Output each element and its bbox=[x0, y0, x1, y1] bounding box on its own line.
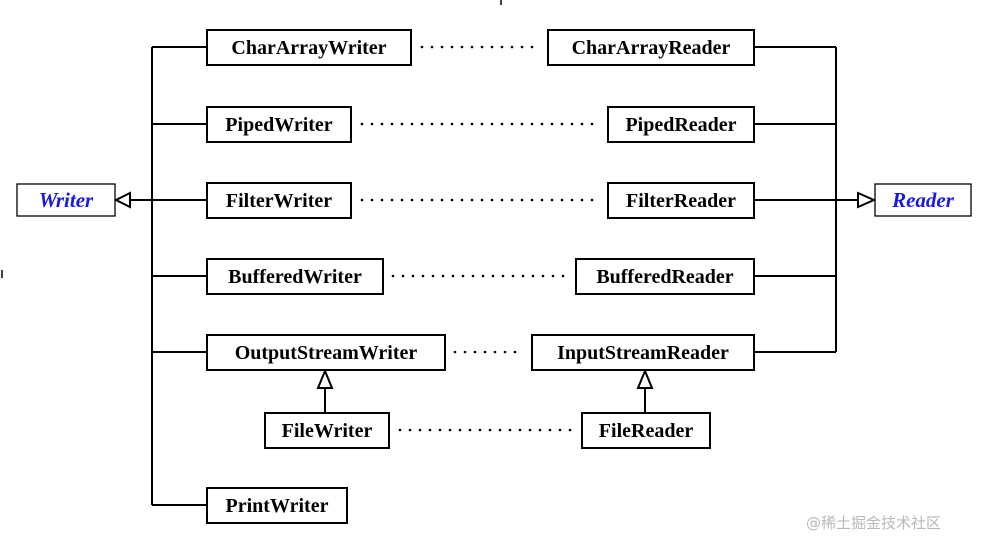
pipedreader-box bbox=[607, 106, 755, 143]
filewriter-box bbox=[264, 412, 390, 449]
filterwriter-box bbox=[206, 182, 352, 219]
outputstreamwriter-box bbox=[206, 334, 446, 371]
pipedreader-label: PipedReader bbox=[625, 114, 736, 136]
reader-inherit-arrow-icon bbox=[857, 191, 877, 209]
abstract-writer-node: Writer bbox=[16, 183, 116, 217]
inputstreamreader-box bbox=[531, 334, 755, 371]
abstract-reader-label: Reader bbox=[891, 188, 955, 212]
at-sign-icon: @ bbox=[806, 514, 821, 532]
filterwriter-label: FilterWriter bbox=[226, 190, 332, 212]
filterreader-box bbox=[607, 182, 755, 219]
bufferedwriter-box bbox=[206, 258, 384, 295]
inputstreamreader-label: InputStreamReader bbox=[557, 342, 729, 364]
filewriter-label: FileWriter bbox=[282, 420, 373, 442]
outputstreamwriter-label: OutputStreamWriter bbox=[235, 342, 418, 364]
chararraywriter-label: CharArrayWriter bbox=[231, 37, 386, 59]
chararrayreader-label: CharArrayReader bbox=[572, 37, 731, 59]
abstract-writer-label: Writer bbox=[39, 188, 94, 212]
printwriter-label: PrintWriter bbox=[226, 495, 329, 517]
chararrayreader-box bbox=[547, 29, 755, 66]
node-printwriter: PrintWriter bbox=[206, 487, 348, 524]
node-filewriter: FileWriter bbox=[264, 412, 390, 449]
inheritance-arrows bbox=[113, 191, 877, 389]
node-bufferedreader: BufferedReader bbox=[575, 258, 755, 295]
node-filereader: FileReader bbox=[581, 412, 711, 449]
writer-inherit-arrow-icon bbox=[113, 191, 131, 209]
inputstream-inherit-arrow-icon bbox=[636, 368, 654, 389]
filereader-box bbox=[581, 412, 711, 449]
abstract-writer-box bbox=[16, 183, 116, 217]
watermark-text: 稀土掘金技术社区 bbox=[821, 514, 942, 532]
node-filterreader: FilterReader bbox=[607, 182, 755, 219]
filterreader-label: FilterReader bbox=[626, 190, 736, 212]
node-outputstreamwriter: OutputStreamWriter bbox=[206, 334, 446, 371]
dotted-pairs bbox=[360, 45, 602, 432]
bufferedreader-box bbox=[575, 258, 755, 295]
outputstream-inherit-arrow-icon bbox=[316, 368, 334, 389]
bufferedreader-label: BufferedReader bbox=[596, 266, 733, 288]
node-chararrayreader: CharArrayReader bbox=[547, 29, 755, 66]
writer-connectors bbox=[130, 46, 326, 506]
abstract-reader-node: Reader bbox=[874, 183, 972, 217]
node-bufferedwriter: BufferedWriter bbox=[206, 258, 384, 295]
node-pipedreader: PipedReader bbox=[607, 106, 755, 143]
pipedwriter-label: PipedWriter bbox=[225, 114, 333, 136]
node-inputstreamreader: InputStreamReader bbox=[531, 334, 755, 371]
abstract-reader-box bbox=[874, 183, 972, 217]
watermark: @稀土掘金技术社区 bbox=[806, 512, 941, 533]
chararraywriter-box bbox=[206, 29, 412, 66]
printwriter-box bbox=[206, 487, 348, 524]
node-filterwriter: FilterWriter bbox=[206, 182, 352, 219]
bufferedwriter-label: BufferedWriter bbox=[228, 266, 362, 288]
node-chararraywriter: CharArrayWriter bbox=[206, 29, 412, 66]
reader-connectors bbox=[644, 46, 858, 413]
node-pipedwriter: PipedWriter bbox=[206, 106, 352, 143]
filereader-label: FileReader bbox=[599, 420, 694, 442]
pipedwriter-box bbox=[206, 106, 352, 143]
